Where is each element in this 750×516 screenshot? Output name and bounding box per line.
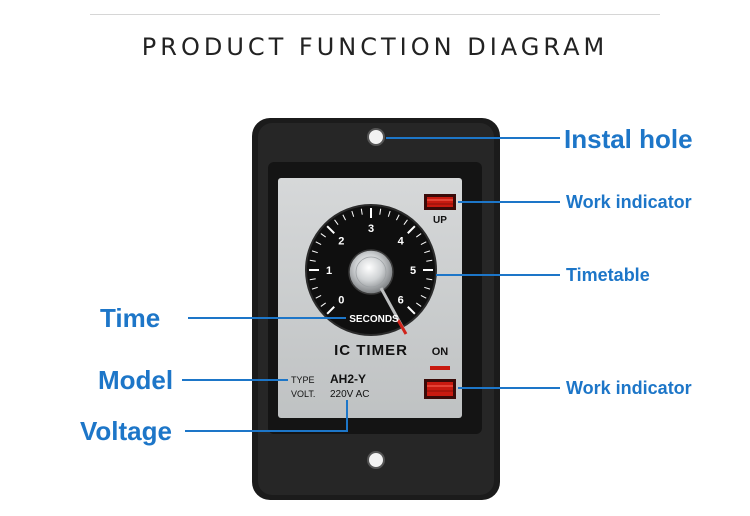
dial-minor-tick [334, 219, 339, 225]
dial-numbers: 0 1 2 3 4 5 6 [326, 223, 416, 307]
install-hole-top [367, 128, 385, 146]
callout-work-indicator-top: Work indicator [566, 192, 692, 212]
dial-minor-tick [311, 250, 318, 254]
type-label: TYPE [291, 375, 315, 385]
dial-minor-tick [315, 241, 322, 246]
dial-minor-tick [416, 233, 422, 238]
seconds-label: SECONDS [349, 314, 399, 325]
dial-minor-tick [387, 210, 391, 217]
dial-minor-tick [424, 250, 431, 254]
install-hole-bottom [367, 451, 385, 469]
dial-major-tick [407, 225, 416, 234]
callout-voltage: Voltage [80, 416, 172, 446]
dial-minor-tick [311, 286, 318, 290]
dial-minor-tick [426, 259, 433, 262]
callout-instal-hole: Instal hole [564, 124, 693, 154]
voltage-line [185, 400, 348, 432]
dial-minor-tick [403, 219, 408, 225]
dial-minor-tick [351, 210, 355, 217]
type-value: AH2-Y [330, 372, 366, 386]
dial-major-tick [326, 306, 335, 315]
dial-minor-tick [309, 278, 316, 281]
dial-major-tick [326, 225, 335, 234]
dial-minor-tick [315, 294, 322, 299]
dial-number: 5 [410, 265, 416, 277]
time-knob [348, 249, 394, 295]
callout-time: Time [100, 303, 161, 333]
volt-label: VOLT. [291, 389, 315, 399]
volt-value: 220V AC [330, 389, 369, 400]
dial-number: 6 [398, 295, 404, 307]
dial-minor-tick [342, 214, 347, 221]
top-divider [90, 14, 660, 15]
dial-minor-tick [420, 294, 427, 299]
dial-number: 2 [338, 235, 344, 247]
dial-minor-tick [360, 208, 363, 215]
dial-minor-tick [395, 214, 400, 221]
page-title: PRODUCT FUNCTION DIAGRAM [141, 33, 609, 61]
dial-minor-tick [426, 278, 433, 281]
dial-number: 1 [326, 265, 332, 277]
dial-major-tick [407, 306, 416, 315]
dial-number: 3 [368, 223, 374, 235]
dial-minor-tick [320, 302, 326, 307]
dial-number: 4 [398, 235, 405, 247]
dial-number: 0 [338, 295, 344, 307]
dial-minor-tick [420, 241, 427, 246]
callout-timetable: Timetable [566, 265, 650, 285]
callout-model: Model [98, 365, 174, 395]
dial-ticks [309, 208, 433, 315]
dial-minor-tick [416, 302, 422, 307]
on-label: ON [432, 346, 449, 358]
on-indicator-strip [430, 366, 450, 370]
dial-minor-tick [309, 259, 316, 262]
dial-minor-tick [320, 233, 326, 238]
brand-label: IC TIMER [334, 342, 408, 359]
dial-minor-tick [379, 208, 382, 215]
up-label: UP [433, 215, 447, 226]
callout-work-indicator-bottom: Work indicator [566, 378, 692, 398]
dial-minor-tick [424, 286, 431, 290]
